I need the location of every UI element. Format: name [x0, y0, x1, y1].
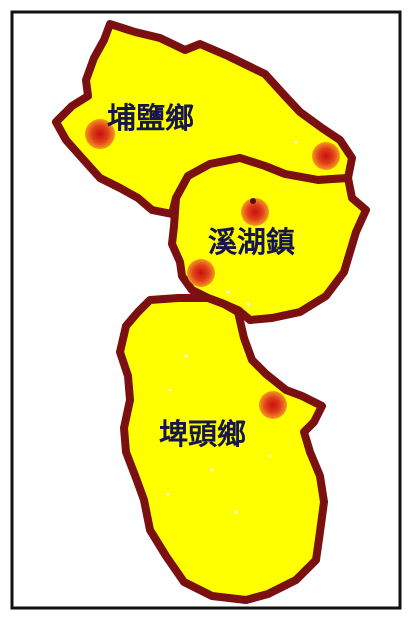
region-label-south: 埤頭鄉 — [159, 417, 246, 451]
region-label-center: 溪湖鎮 — [208, 225, 295, 259]
center-south-marker[interactable] — [187, 259, 215, 287]
north-west-marker[interactable] — [85, 119, 115, 149]
region-label-north: 埔鹽鄉 — [107, 101, 194, 135]
south-marker[interactable] — [259, 391, 287, 419]
map-speckles — [118, 128, 298, 514]
region-center[interactable] — [168, 154, 370, 324]
center-north-marker-dot — [250, 198, 256, 204]
markers — [85, 119, 340, 419]
region-south[interactable] — [116, 294, 328, 604]
north-east-marker[interactable] — [312, 142, 340, 170]
center-north-marker[interactable] — [241, 198, 269, 226]
